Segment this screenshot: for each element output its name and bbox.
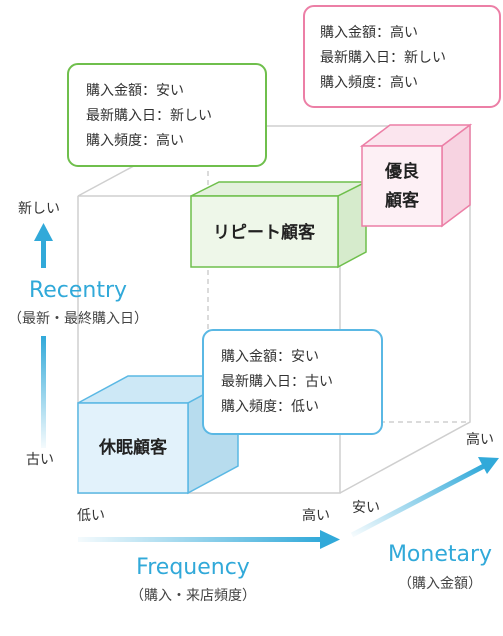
excellent-customer-label-line2: 顧客 <box>385 190 420 211</box>
repeat-customer-block: リピート顧客 <box>190 180 367 269</box>
monetary-axis: 安い 高い Monetary （購入金額） <box>350 431 499 592</box>
frequency-axis-title: Frequency <box>136 555 250 580</box>
dormant-callout-line: 購入頻度：低い <box>221 399 319 415</box>
dormant-customer-label: 休眠顧客 <box>98 437 168 458</box>
dormant-callout-line: 最新購入日：古い <box>221 374 333 390</box>
recency-top-label: 新しい <box>18 201 60 217</box>
monetary-arrow-shaft <box>350 463 486 538</box>
excellent-customer-label-line1: 優良 <box>384 161 419 182</box>
monetary-axis-subtitle: （購入金額） <box>398 576 482 592</box>
frequency-axis: 低い 高い Frequency （購入・来店頻度） <box>77 507 340 604</box>
frequency-arrow-shaft <box>78 537 322 542</box>
recency-arrow-head <box>34 223 53 241</box>
excellent-callout-line: 最新購入日：新しい <box>320 50 446 66</box>
frequency-high-label: 高い <box>302 507 330 524</box>
recency-bottom-label: 古い <box>26 452 54 468</box>
frequency-axis-subtitle: （購入・来店頻度） <box>130 588 256 604</box>
recency-axis-title: Recentry <box>29 278 127 303</box>
recency-axis-subtitle: （最新・最終購入日） <box>8 311 148 327</box>
repeat-customer-label: リピート顧客 <box>213 222 316 243</box>
repeat-callout-line: 購入頻度：高い <box>86 132 184 149</box>
monetary-low-label: 安い <box>352 500 380 516</box>
excellent-callout-line: 購入頻度：高い <box>320 74 418 91</box>
frequency-low-label: 低い <box>77 508 105 524</box>
frequency-arrow-head <box>320 530 340 549</box>
excellent-callout-line: 購入金額：高い <box>320 24 418 41</box>
recency-arrow-upper-shaft <box>41 239 46 268</box>
monetary-axis-title: Monetary <box>388 542 492 567</box>
recency-arrow-tail <box>41 336 46 448</box>
repeat-callout: 購入金額：安い 最新購入日：新しい 購入頻度：高い <box>67 63 267 167</box>
repeat-callout-line: 購入金額：安い <box>86 83 184 99</box>
monetary-arrow-head <box>478 457 499 474</box>
dormant-callout: 購入金額：安い 最新購入日：古い 購入頻度：低い <box>202 329 383 435</box>
excellent-customer-block: 優良 顧客 <box>359 123 473 228</box>
repeat-callout-line: 最新購入日：新しい <box>86 108 212 124</box>
monetary-high-label: 高い <box>466 431 494 448</box>
dormant-callout-line: 購入金額：安い <box>221 349 319 365</box>
recency-axis: 新しい Recentry （最新・最終購入日） 古い <box>8 201 148 468</box>
excellent-callout: 購入金額：高い 最新購入日：新しい 購入頻度：高い <box>303 5 501 108</box>
